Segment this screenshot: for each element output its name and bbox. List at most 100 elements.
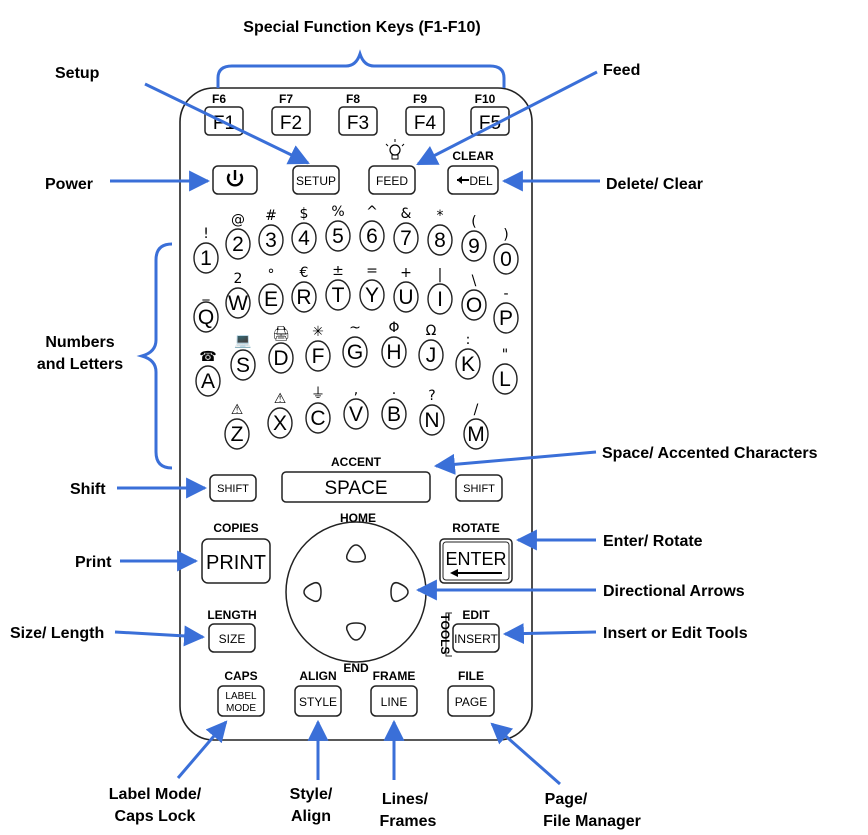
key-8[interactable]: *8 bbox=[427, 208, 453, 256]
key-6[interactable]: ^6 bbox=[359, 204, 385, 252]
arrow-insert bbox=[502, 623, 597, 645]
key-secondary-symbol: ✳ bbox=[312, 324, 324, 340]
feed-key[interactable]: FEED bbox=[368, 139, 416, 195]
shift-key-left[interactable]: SHIFT bbox=[209, 474, 257, 502]
end-label: END bbox=[343, 661, 369, 675]
key-g[interactable]: ~G bbox=[342, 320, 368, 368]
key-label: E bbox=[264, 288, 278, 311]
insert-key[interactable]: EDIT TOOLS INSERT bbox=[438, 608, 500, 657]
key-z[interactable]: ⚠Z bbox=[224, 402, 250, 450]
key-a[interactable]: ☎A bbox=[195, 349, 221, 397]
key-label: 4 bbox=[298, 227, 310, 250]
key-2[interactable]: @2 bbox=[225, 212, 251, 260]
key-n[interactable]: ?N bbox=[419, 388, 445, 436]
label-mode-key[interactable]: CAPS LABEL MODE bbox=[217, 669, 265, 717]
key-e[interactable]: °E bbox=[258, 267, 284, 315]
key-secondary-symbol: = bbox=[366, 263, 378, 279]
key-o[interactable]: \O bbox=[461, 273, 487, 321]
directional-pad[interactable]: HOME END bbox=[285, 511, 427, 675]
key-secondary-symbol: $ bbox=[300, 206, 309, 222]
key-q[interactable]: _Q bbox=[193, 285, 219, 333]
line-key[interactable]: FRAME LINE bbox=[370, 669, 418, 717]
key-secondary-symbol: # bbox=[265, 208, 277, 224]
key-label: 8 bbox=[434, 229, 446, 252]
key-d[interactable]: 🖨D bbox=[268, 326, 294, 374]
print-key[interactable]: COPIES PRINT bbox=[201, 521, 271, 584]
key-secondary-symbol: / bbox=[474, 402, 479, 418]
key-u[interactable]: +U bbox=[393, 265, 419, 313]
key-1[interactable]: !1 bbox=[193, 226, 219, 274]
power-key[interactable] bbox=[212, 165, 258, 195]
arrow-right-icon[interactable] bbox=[390, 581, 409, 603]
space-key-label: SPACE bbox=[324, 478, 387, 499]
arrow-space bbox=[433, 450, 597, 475]
arrow-up-icon[interactable] bbox=[345, 544, 367, 563]
key-s[interactable]: 💻S bbox=[230, 333, 256, 381]
key-w[interactable]: 2W bbox=[225, 271, 251, 319]
key-label: O bbox=[466, 294, 482, 317]
power-icon bbox=[226, 170, 244, 187]
key-label: 1 bbox=[200, 247, 212, 270]
key-h[interactable]: ΦH bbox=[381, 320, 407, 368]
key-label: P bbox=[499, 307, 513, 330]
key-p[interactable]: -P bbox=[493, 286, 519, 334]
callout-numbers-letters-2: and Letters bbox=[37, 356, 123, 373]
arrow-left-icon[interactable] bbox=[303, 581, 322, 603]
key-secondary-symbol: ☎ bbox=[199, 349, 216, 365]
key-c[interactable]: ⏚C bbox=[305, 386, 331, 434]
key-9[interactable]: (9 bbox=[461, 214, 487, 262]
function-key-shift-label: F7 bbox=[279, 92, 293, 106]
key-f[interactable]: ✳F bbox=[305, 324, 331, 372]
home-label: HOME bbox=[340, 511, 376, 525]
callout-special-function: Special Function Keys (F1-F10) bbox=[243, 19, 480, 36]
size-key[interactable]: LENGTH SIZE bbox=[207, 608, 257, 653]
key-secondary-symbol: ^ bbox=[366, 204, 378, 220]
label-mode-key-label-1: LABEL bbox=[225, 691, 257, 702]
space-key[interactable]: ACCENT SPACE bbox=[281, 455, 431, 503]
key-i[interactable]: |I bbox=[427, 267, 453, 315]
key-secondary-symbol: 2 bbox=[234, 271, 243, 287]
style-key[interactable]: ALIGN STYLE bbox=[294, 669, 342, 717]
page-key[interactable]: FILE PAGE bbox=[447, 669, 495, 717]
key-4[interactable]: $4 bbox=[291, 206, 317, 254]
key-secondary-symbol: 💻 bbox=[234, 333, 252, 349]
key-v[interactable]: ,V bbox=[343, 382, 369, 430]
key-3[interactable]: #3 bbox=[258, 208, 284, 256]
key-l[interactable]: "L bbox=[492, 347, 518, 395]
arrow-down-icon[interactable] bbox=[345, 622, 367, 641]
key-k[interactable]: :K bbox=[455, 332, 481, 380]
setup-key[interactable]: SETUP bbox=[292, 165, 340, 195]
arrow-feed bbox=[416, 70, 598, 166]
key-t[interactable]: ±T bbox=[325, 263, 351, 311]
copies-label: COPIES bbox=[213, 521, 258, 535]
delete-key[interactable]: CLEAR DEL bbox=[447, 149, 499, 195]
key-secondary-symbol: " bbox=[502, 347, 508, 363]
key-7[interactable]: &7 bbox=[393, 206, 419, 254]
key-y[interactable]: =Y bbox=[359, 263, 385, 311]
style-key-label: STYLE bbox=[299, 695, 337, 709]
callout-power: Power bbox=[45, 176, 93, 193]
function-key-shift-label: F9 bbox=[413, 92, 427, 106]
key-b[interactable]: .B bbox=[381, 382, 407, 430]
enter-key[interactable]: ROTATE ENTER bbox=[439, 521, 513, 584]
key-m[interactable]: /M bbox=[463, 402, 489, 450]
key-j[interactable]: ΩJ bbox=[418, 323, 444, 371]
key-x[interactable]: ⚠X bbox=[267, 391, 293, 439]
key-secondary-symbol: + bbox=[400, 265, 412, 281]
arrow-page bbox=[490, 722, 561, 786]
numbers-letters-brace bbox=[136, 242, 173, 470]
file-label: FILE bbox=[458, 669, 484, 683]
key-secondary-symbol: Φ bbox=[388, 320, 399, 336]
key-5[interactable]: %5 bbox=[325, 204, 351, 252]
key-0[interactable]: )0 bbox=[493, 227, 519, 275]
shift-key-right[interactable]: SHIFT bbox=[455, 474, 503, 502]
function-keys-brace bbox=[216, 49, 506, 88]
callout-style-1: Style/ bbox=[290, 786, 333, 803]
key-secondary-symbol: | bbox=[438, 267, 443, 283]
key-label: Z bbox=[231, 423, 244, 446]
key-r[interactable]: €R bbox=[291, 265, 317, 313]
